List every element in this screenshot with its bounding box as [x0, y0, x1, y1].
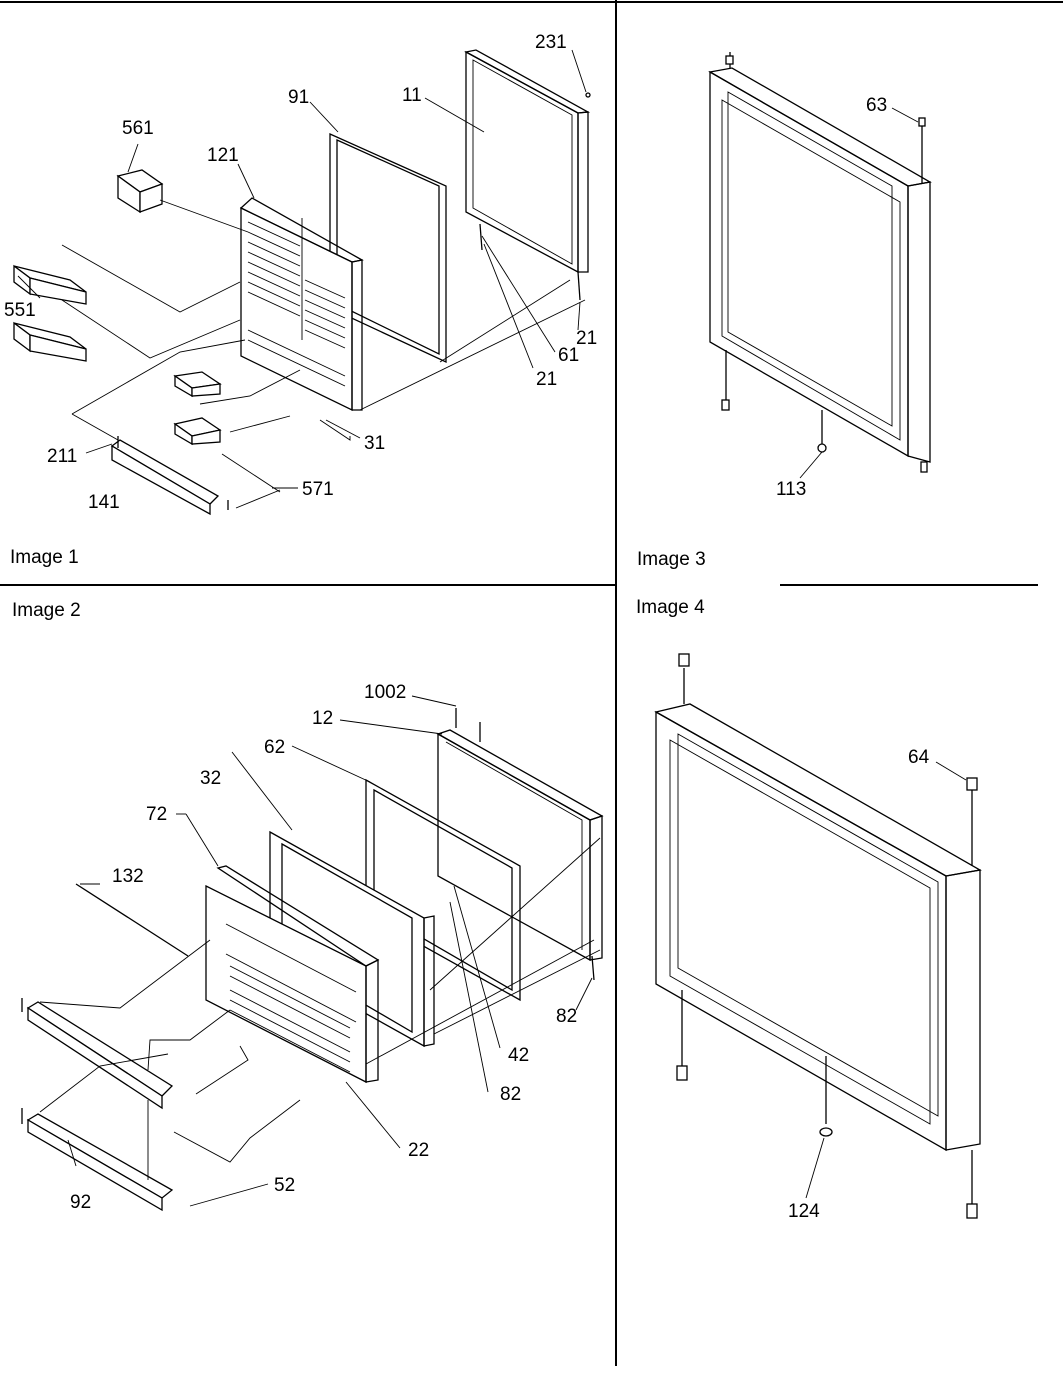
door-liner-121 [239, 197, 364, 412]
gasket-91 [329, 132, 447, 364]
leaders-image-3 [799, 107, 919, 479]
part-label-121: 121 [207, 145, 239, 166]
gasket-62 [365, 778, 521, 1002]
part-label-91: 91 [288, 87, 309, 108]
part-label-231: 231 [535, 32, 567, 53]
part-label-571: 571 [302, 479, 334, 500]
part-label-32: 32 [200, 768, 221, 789]
image-1-caption: Image 1 [10, 547, 79, 568]
part-label-92: 92 [70, 1192, 91, 1213]
part-label-21-right: 21 [576, 328, 597, 349]
small-bin-571 [173, 417, 222, 446]
part-label-561: 561 [122, 118, 154, 139]
part-label-132: 132 [112, 866, 144, 887]
leaders-image-4 [805, 761, 967, 1199]
rod-132 [75, 883, 189, 957]
top-border [0, 1, 1063, 3]
image-4-exploded-view: 64 124 [654, 653, 982, 1222]
part-label-141: 141 [88, 492, 120, 513]
part-label-63: 63 [866, 95, 887, 116]
image-1-exploded-view: 231 91 11 561 121 551 61 21 21 31 211 57… [4, 32, 597, 516]
part-label-62: 62 [264, 737, 285, 758]
part-label-211: 211 [47, 446, 77, 467]
image-4-caption: Image 4 [636, 597, 705, 618]
explode-lines [61, 199, 586, 509]
explode-lines-image-2 [39, 837, 601, 1180]
part-label-52: 52 [274, 1175, 295, 1196]
door-liner-72 [205, 865, 380, 1084]
part-label-124: 124 [788, 1201, 820, 1222]
door-frame-image-4 [654, 653, 982, 1219]
leaders-image-2 [67, 695, 593, 1207]
leaders [17, 49, 587, 489]
part-label-113: 113 [776, 479, 806, 500]
shelf-upper [21, 998, 174, 1110]
part-label-22: 22 [408, 1140, 429, 1161]
bin-551-lower [13, 321, 87, 362]
part-label-1002: 1002 [364, 682, 406, 703]
bin-551-upper [13, 264, 87, 305]
door-12 [436, 708, 604, 981]
horizontal-divider-left [0, 584, 615, 586]
horizontal-divider-right [780, 584, 1038, 586]
part-label-42: 42 [508, 1045, 529, 1066]
door-frame-image-3 [708, 52, 932, 473]
shelf-92 [21, 1108, 174, 1212]
image-2-exploded-view: 1002 12 62 32 72 132 42 82 82 22 52 92 [21, 682, 604, 1213]
outer-door-panel-11 [464, 49, 591, 301]
part-label-12: 12 [312, 708, 333, 729]
shelf-141 [110, 436, 229, 516]
vertical-divider [615, 0, 617, 1366]
image-2-caption: Image 2 [12, 600, 81, 621]
part-label-551: 551 [4, 300, 36, 321]
part-label-82-right: 82 [556, 1006, 577, 1027]
part-label-82-left: 82 [500, 1084, 521, 1105]
part-label-21-left: 21 [536, 369, 557, 390]
part-label-64: 64 [908, 747, 930, 768]
part-label-31: 31 [364, 433, 385, 454]
part-label-11: 11 [402, 85, 422, 106]
part-label-61: 61 [558, 345, 579, 366]
dairy-cover-561 [116, 169, 164, 214]
part-label-72: 72 [146, 804, 167, 825]
image-3-caption: Image 3 [637, 549, 706, 570]
image-3-exploded-view: 63 113 [708, 52, 932, 500]
small-bin-upper [173, 371, 222, 398]
